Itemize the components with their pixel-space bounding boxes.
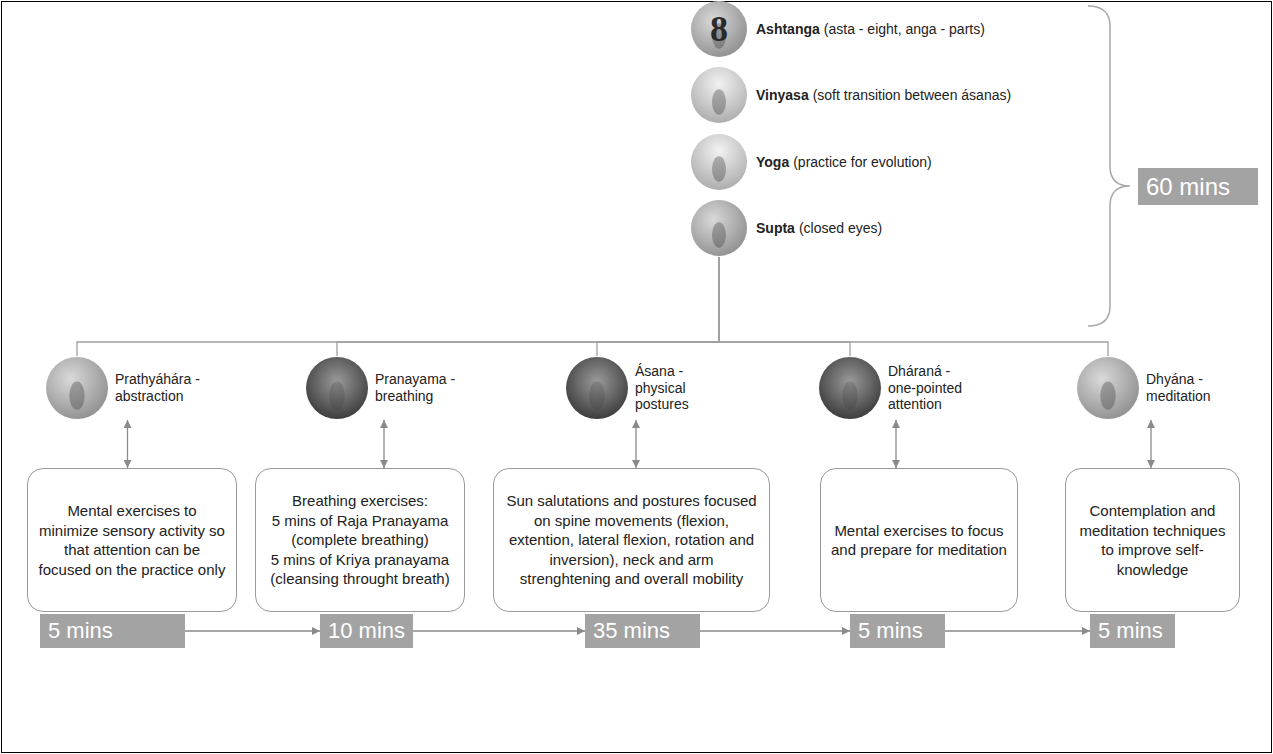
phase-name: Dhyána - meditation — [1146, 371, 1226, 405]
photo-disc — [691, 200, 747, 256]
phase-name: Pranayama - breathing — [375, 371, 463, 405]
arrow-connector — [635, 420, 636, 468]
photo-disc — [691, 134, 747, 190]
practice-item: Supta(closed eyes) — [690, 199, 882, 257]
photo-disc — [46, 357, 108, 419]
arrow-connector — [945, 630, 1090, 631]
practice-item: Yoga(practice for evolution) — [690, 133, 932, 191]
arrow-connector — [127, 420, 128, 468]
tree-connector — [77, 257, 719, 356]
tree-connector — [719, 257, 1108, 356]
description-text: Mental exercises to focus and prepare fo… — [831, 521, 1007, 560]
label-wrap: Ashtanga(asta - eight, anga - parts) — [756, 21, 985, 37]
photo-disc — [1077, 357, 1139, 419]
phase-item: Ásana - physical postures — [565, 356, 707, 420]
phase-item: Prathyáhára - abstraction — [45, 356, 210, 420]
term-name: Ashtanga — [756, 21, 820, 37]
photo-disc — [819, 357, 881, 419]
description-box: Mental exercises to focus and prepare fo… — [820, 468, 1018, 612]
term-meaning: (soft transition between ásanas) — [813, 87, 1011, 103]
term-meaning: (closed eyes) — [799, 220, 882, 236]
figure-silhouette — [69, 382, 84, 410]
arrow-connector — [700, 630, 850, 631]
duration-box: 5 mins — [1090, 614, 1175, 648]
label-wrap: Pranayama - breathing — [375, 371, 463, 405]
figure-silhouette — [712, 222, 726, 248]
label-wrap: Yoga(practice for evolution) — [756, 154, 932, 170]
photo-icon — [690, 66, 748, 124]
description-text: Mental exercises to minimize sensory act… — [38, 501, 226, 579]
term-meaning: (asta - eight, anga - parts) — [824, 21, 985, 37]
photo-disc — [691, 1, 747, 57]
figure-silhouette — [589, 382, 604, 410]
duration-box: 60 mins — [1138, 168, 1258, 205]
tree-connector — [719, 257, 850, 356]
group-bracket — [1088, 6, 1130, 326]
label-wrap: Supta(closed eyes) — [756, 220, 882, 236]
photo-disc — [691, 67, 747, 123]
description-box: Mental exercises to minimize sensory act… — [27, 468, 237, 612]
label-wrap: Prathyáhára - abstraction — [115, 371, 210, 405]
label-wrap: Vinyasa(soft transition between ásanas) — [756, 87, 1011, 103]
term-name: Yoga — [756, 154, 789, 170]
duration-box: 10 mins — [320, 614, 413, 648]
photo-icon — [690, 199, 748, 257]
description-text: Contemplation and meditation techniques … — [1076, 501, 1229, 579]
description-text: 5 mins of Kriya pranayama (cleansing thr… — [266, 550, 454, 589]
label-wrap: Dhyána - meditation — [1146, 371, 1226, 405]
photo-icon — [690, 133, 748, 191]
figure-silhouette — [712, 156, 726, 182]
practice-item: Ashtanga(asta - eight, anga - parts) — [690, 0, 985, 58]
duration-text: 5 mins — [48, 614, 177, 648]
tree-connector — [597, 257, 719, 356]
description-box: Breathing exercises:5 mins of Raja Prana… — [255, 468, 465, 612]
photo-icon — [45, 356, 109, 420]
duration-text: 5 mins — [1098, 614, 1167, 648]
term-meaning: (practice for evolution) — [793, 154, 932, 170]
figure-silhouette — [712, 89, 726, 115]
phase-item: Dháraná - one-pointed attention — [818, 356, 972, 420]
arrow-connector — [1150, 420, 1151, 468]
photo-disc — [306, 357, 368, 419]
arrow-connector — [895, 420, 896, 468]
description-box: Contemplation and meditation techniques … — [1065, 468, 1240, 612]
practice-item: Vinyasa(soft transition between ásanas) — [690, 66, 1011, 124]
description-box: Sun salutations and postures focused on … — [493, 468, 770, 612]
photo-disc — [566, 357, 628, 419]
phase-item: Pranayama - breathing — [305, 356, 463, 420]
duration-box: 35 mins — [585, 614, 700, 648]
photo-icon — [565, 356, 629, 420]
icon-numeral: 8 — [690, 0, 748, 58]
arrow-connector — [383, 420, 384, 468]
description-text: 5 mins of Raja Pranayama (complete breat… — [266, 511, 454, 550]
photo-icon — [818, 356, 882, 420]
figure-silhouette — [1100, 382, 1115, 410]
description-text: Sun salutations and postures focused on … — [504, 491, 759, 589]
term-name: Supta — [756, 220, 795, 236]
duration-text: 10 mins — [328, 614, 405, 648]
phase-item: Dhyána - meditation — [1076, 356, 1226, 420]
phase-name: Ásana - physical postures — [635, 363, 707, 413]
arrow-connector — [413, 630, 585, 631]
duration-text: 5 mins — [858, 614, 937, 648]
duration-box: 5 mins — [40, 614, 185, 648]
photo-icon — [1076, 356, 1140, 420]
figure-silhouette — [329, 382, 344, 410]
photo-icon — [305, 356, 369, 420]
phase-name: Prathyáhára - abstraction — [115, 371, 210, 405]
label-wrap: Ásana - physical postures — [635, 363, 707, 413]
duration-text: 60 mins — [1146, 168, 1250, 205]
tree-connector — [337, 257, 719, 356]
label-wrap: Dháraná - one-pointed attention — [888, 363, 972, 413]
arrow-connector — [185, 630, 320, 631]
duration-box: 5 mins — [850, 614, 945, 648]
figure-silhouette — [842, 382, 857, 410]
term-name: Vinyasa — [756, 87, 809, 103]
description-text: Breathing exercises: — [266, 491, 454, 511]
duration-text: 35 mins — [593, 614, 692, 648]
phase-name: Dháraná - one-pointed attention — [888, 363, 972, 413]
